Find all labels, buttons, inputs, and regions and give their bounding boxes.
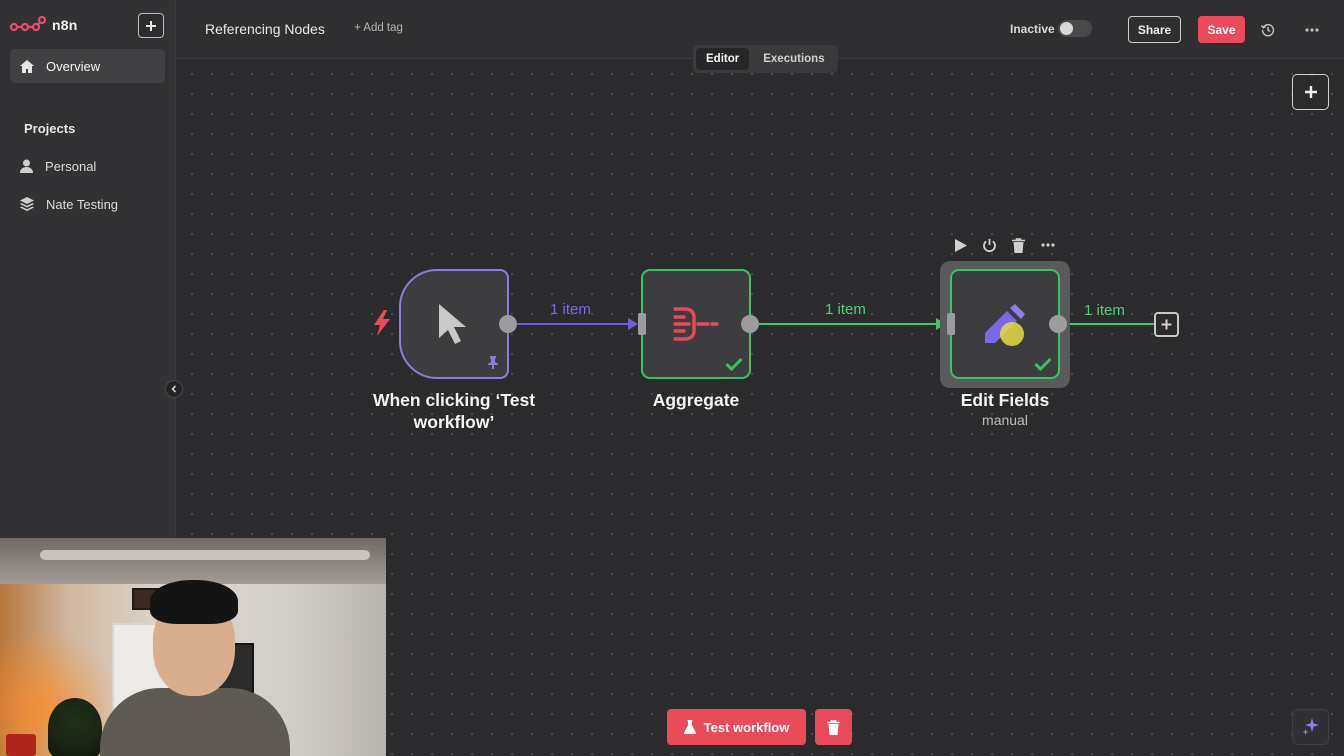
sidebar-item-label: Overview — [46, 58, 101, 74]
webcam-person-hair — [150, 580, 238, 624]
webcam-ceiling — [0, 538, 386, 584]
test-workflow-label: Test workflow — [703, 719, 790, 735]
projects-title: Projects — [24, 121, 76, 136]
node-label-line: workflow’ — [413, 412, 495, 432]
node-label: When clicking ‘Test workflow’ — [354, 389, 554, 433]
plus-icon — [1161, 319, 1172, 330]
node-aggregate[interactable] — [641, 269, 751, 379]
active-toggle[interactable] — [1058, 20, 1092, 37]
deactivate-node-button[interactable] — [981, 236, 998, 254]
input-handle[interactable] — [947, 313, 955, 335]
tab-editor[interactable]: Editor — [696, 48, 750, 70]
connection-arrow-icon — [628, 318, 638, 330]
chevron-left-icon — [171, 385, 177, 393]
webcam-red-object — [6, 734, 36, 756]
more-horizontal-icon — [1040, 243, 1055, 247]
more-options-button[interactable] — [1302, 20, 1322, 40]
active-status-label: Inactive — [1010, 22, 1055, 36]
layers-icon — [20, 197, 34, 211]
node-more-options-button[interactable] — [1039, 236, 1056, 254]
create-button[interactable] — [138, 13, 164, 38]
success-check-icon — [1034, 357, 1052, 371]
webcam-person-body — [100, 688, 290, 756]
output-handle[interactable] — [499, 315, 517, 333]
workflow-history-button[interactable] — [1258, 20, 1278, 40]
trash-icon — [827, 719, 840, 735]
aggregate-icon — [673, 307, 719, 341]
mouse-cursor-highlight — [1000, 322, 1024, 346]
brand[interactable]: n8n — [10, 13, 78, 37]
node-manual-trigger[interactable] — [399, 269, 509, 379]
plus-icon — [1304, 86, 1317, 98]
share-button[interactable]: Share — [1128, 16, 1181, 43]
plus-icon — [146, 20, 156, 31]
execute-node-button[interactable] — [952, 236, 969, 254]
n8n-logo-icon — [10, 15, 46, 32]
webcam-pipe — [40, 550, 370, 560]
workflow-name[interactable]: Referencing Nodes — [205, 21, 325, 37]
node-toolbar — [952, 236, 1056, 254]
success-check-icon — [725, 357, 743, 371]
delete-node-button[interactable] — [1010, 236, 1027, 254]
output-handle[interactable] — [1049, 315, 1067, 333]
connection-label: 1 item — [825, 301, 866, 318]
user-icon — [20, 159, 33, 173]
sidebar-item-label: Personal — [45, 158, 97, 174]
toggle-knob — [1060, 22, 1073, 35]
cursor-pointer-icon — [439, 304, 466, 344]
input-handle[interactable] — [638, 313, 646, 335]
view-tabs: Editor Executions — [693, 45, 838, 73]
brand-name: n8n — [52, 17, 78, 33]
pin-icon — [488, 356, 498, 369]
sparkle-icon — [1302, 718, 1319, 735]
more-horizontal-icon — [1305, 28, 1319, 32]
add-node-button[interactable] — [1292, 74, 1329, 110]
connection-label: 1 item — [550, 301, 591, 318]
flask-icon — [683, 720, 696, 734]
node-subtitle: manual — [982, 412, 1028, 428]
webcam-video-overlay — [0, 538, 386, 756]
history-icon — [1261, 23, 1275, 37]
webcam-plant — [48, 698, 102, 756]
workflow-canvas[interactable] — [176, 60, 1344, 756]
sidebar-item-overview[interactable]: Overview — [10, 49, 165, 83]
play-icon — [954, 238, 967, 252]
tab-executions[interactable]: Executions — [763, 53, 825, 65]
power-icon — [983, 238, 996, 252]
connection-label: 1 item — [1084, 302, 1125, 319]
node-edit-fields[interactable] — [950, 269, 1060, 379]
home-icon — [20, 59, 34, 73]
output-handle[interactable] — [741, 315, 759, 333]
trigger-bolt-icon — [374, 310, 390, 336]
add-tag-link[interactable]: + Add tag — [354, 22, 403, 34]
collapse-sidebar-button[interactable] — [165, 380, 183, 398]
node-label-line: When clicking ‘Test — [372, 390, 536, 410]
sidebar-item-label: Nate Testing — [46, 196, 119, 212]
save-button[interactable]: Save — [1198, 16, 1245, 43]
node-label: Edit Fields — [960, 390, 1050, 410]
sidebar-item-personal[interactable]: Personal — [10, 149, 165, 183]
trash-icon — [1012, 237, 1025, 253]
ai-assistant-button[interactable] — [1292, 709, 1329, 745]
sidebar-item-nate-testing[interactable]: Nate Testing — [10, 187, 165, 221]
add-next-node-button[interactable] — [1154, 312, 1179, 337]
test-workflow-button[interactable]: Test workflow — [667, 709, 806, 745]
clear-execution-button[interactable] — [815, 709, 852, 745]
node-label: Aggregate — [652, 390, 740, 410]
